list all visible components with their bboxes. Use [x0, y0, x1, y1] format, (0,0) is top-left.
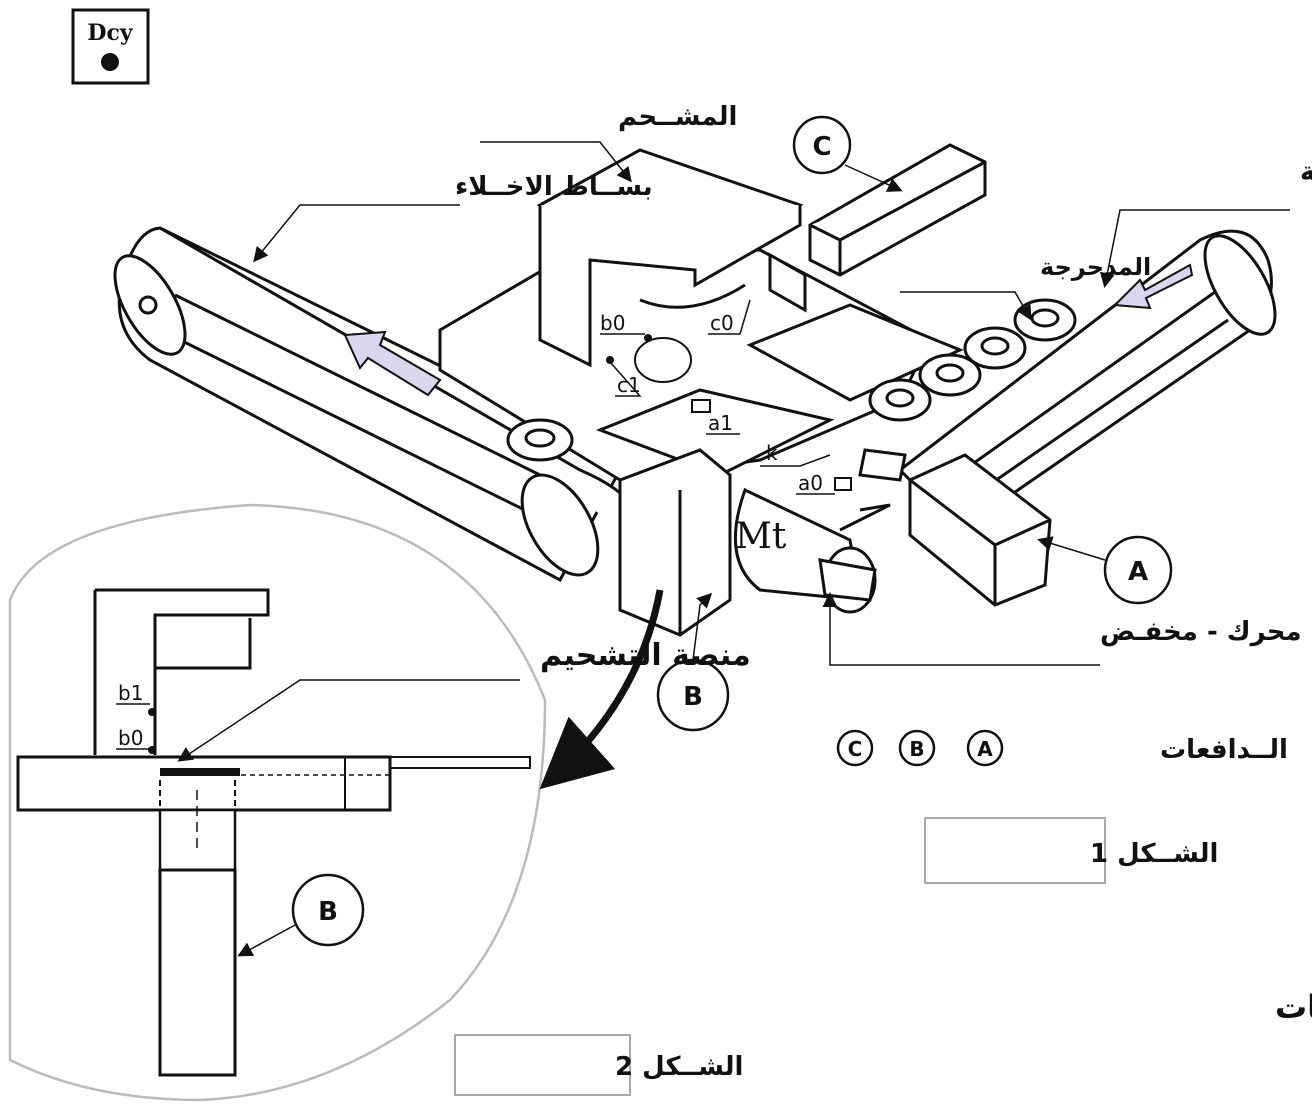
- sensor-b1: b1: [118, 681, 143, 705]
- greaser: [536, 148, 804, 368]
- legend-a: A: [977, 737, 993, 761]
- detail-view: b1 b0 B منصة التشحيم: [8, 503, 751, 1102]
- callout-b: B: [683, 682, 703, 712]
- pusher-callouts: C A B: [656, 115, 1173, 732]
- rollers: [506, 298, 1077, 462]
- pusher-c: [768, 143, 987, 313]
- sensor-k: k: [766, 441, 778, 465]
- figure1-caption: الشــكل 1: [1090, 839, 1218, 869]
- motor: Mt: [733, 487, 877, 614]
- legend-c: C: [848, 737, 863, 761]
- label-feed-belt: بســـاط التغذيـــة: [1300, 157, 1312, 187]
- label-unload-belt: بســاط الاخــلاء: [455, 172, 653, 202]
- legend-b: B: [909, 737, 924, 761]
- callout-c: C: [812, 132, 831, 162]
- pushers-legend: الــدافعات A B C: [836, 729, 1288, 767]
- unload-belt: [113, 226, 643, 583]
- page-title: منصـــب تشــحيم المــدحرجات: [1275, 988, 1312, 1026]
- sensor-c0: c0: [710, 311, 734, 335]
- grease-spot: [634, 337, 692, 383]
- sensor-a0: a0: [798, 471, 823, 495]
- label-motor-reducer: محرك - مخفـض: [1100, 617, 1302, 647]
- detail-callout-b: B: [318, 897, 338, 927]
- sensor-a1: a1: [708, 411, 733, 435]
- sensor-labels: b0 c0 c1 a1 k a0: [600, 299, 835, 495]
- start-button: Dcy: [71, 8, 150, 85]
- figure2-caption: الشــكل 2: [615, 1052, 743, 1082]
- callout-a: A: [1128, 557, 1148, 587]
- label-rollers: المدحرجة: [1040, 253, 1151, 281]
- start-button-label: Dcy: [87, 20, 133, 46]
- sensor-b0-detail: b0: [118, 726, 143, 750]
- sensor-b0: b0: [600, 311, 625, 335]
- label-pushers: الــدافعات: [1160, 735, 1288, 765]
- feed-belt: [897, 229, 1277, 532]
- motor-label: Mt: [735, 516, 787, 557]
- pusher-b: [618, 448, 732, 637]
- pusher-a: [858, 448, 1052, 607]
- unload-direction-arrow: [343, 330, 442, 397]
- zoom-arrow: [539, 589, 664, 790]
- feed-direction-arrow: [1112, 263, 1194, 310]
- label-greaser: المشــحم: [618, 102, 737, 132]
